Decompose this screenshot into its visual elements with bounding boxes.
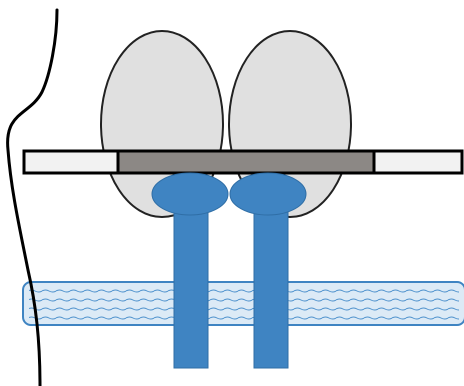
horizontal-bar-icon: [24, 151, 462, 173]
right-post-icon: [230, 173, 306, 368]
right-post-head: [230, 173, 306, 215]
bar-center-segment: [118, 151, 374, 173]
left-post-head: [152, 173, 228, 215]
left-post-icon: [152, 173, 228, 368]
bar-left-segment: [24, 151, 120, 173]
band-hatching: [29, 287, 459, 320]
right-post-stem: [254, 198, 288, 368]
hatched-band-icon: [23, 282, 464, 325]
profile-curve-icon: [8, 10, 57, 386]
bar-right-segment: [374, 151, 462, 173]
left-post-stem: [174, 198, 208, 368]
